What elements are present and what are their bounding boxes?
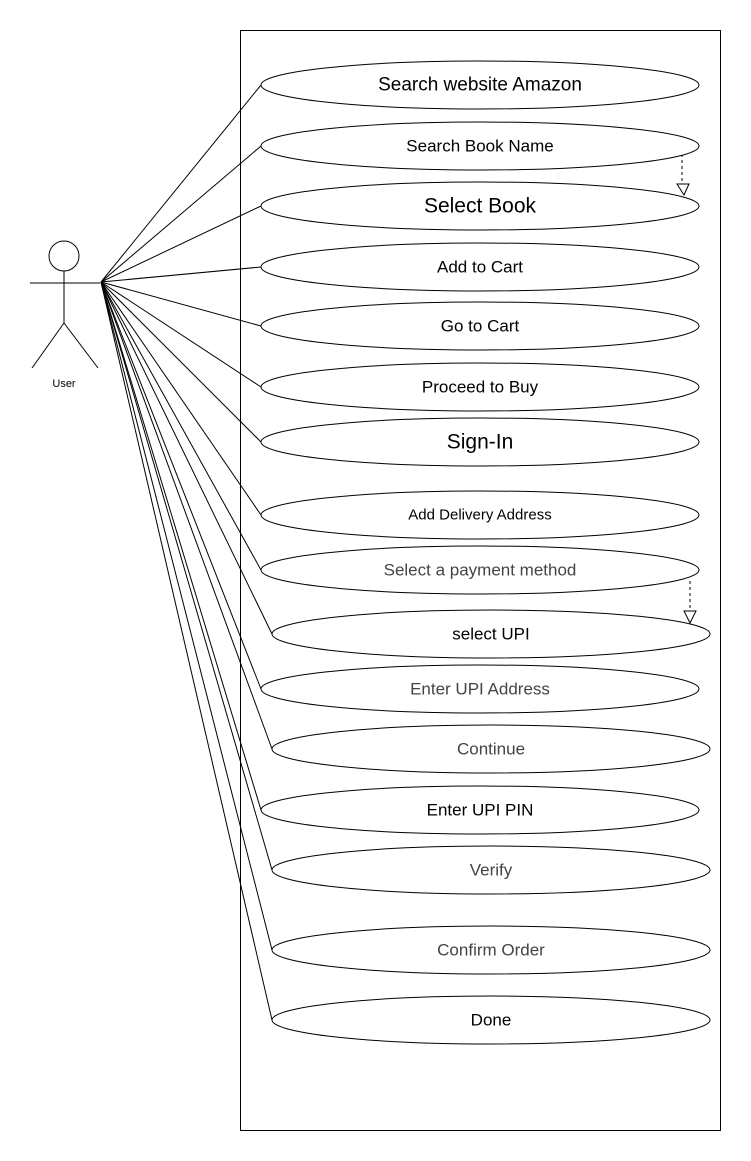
association-line-go-to-cart [100, 281, 262, 327]
association-line-select-upi [100, 281, 273, 635]
use-case-verify: Verify [271, 845, 711, 895]
actor-right-leg [63, 322, 99, 369]
association-line-add-to-cart [100, 266, 262, 283]
dependency-arrow-payment-to-upi [683, 581, 697, 625]
association-line-enter-upi-pin [100, 281, 262, 811]
use-case-label: Done [471, 1011, 512, 1030]
association-line-verify [100, 281, 273, 871]
system-boundary [240, 30, 721, 1131]
use-case-ellipse [260, 785, 700, 835]
actor-head [48, 240, 80, 272]
use-case-label: Verify [470, 861, 513, 880]
use-case-ellipse [260, 664, 700, 714]
association-line-search-website-amazon [100, 84, 262, 283]
use-case-go-to-cart: Go to Cart [260, 301, 700, 351]
association-line-proceed-to-buy [100, 281, 262, 388]
use-case-select-book: Select Book [260, 181, 700, 231]
use-case-sign-in: Sign-In [260, 417, 700, 467]
use-case-confirm-order: Confirm Order [271, 925, 711, 975]
use-case-ellipse [260, 545, 700, 595]
use-case-select-a-payment-method: Select a payment method [260, 545, 700, 595]
use-case-label: Search Book Name [406, 137, 553, 156]
association-line-select-book [100, 205, 262, 283]
use-case-ellipse [260, 417, 700, 467]
actor-label: User [52, 378, 76, 390]
use-case-search-book-name: Search Book Name [260, 121, 700, 171]
use-case-label: select UPI [452, 625, 529, 644]
use-case-label: Add to Cart [437, 258, 523, 277]
actor-left-leg [31, 322, 65, 369]
use-case-label: Sign-In [447, 431, 514, 454]
use-case-ellipse [271, 925, 711, 975]
association-line-sign-in [100, 281, 262, 443]
use-case-ellipse [271, 995, 711, 1045]
use-case-label: Select a payment method [384, 561, 577, 580]
use-case-label: Go to Cart [441, 317, 520, 336]
association-line-done [100, 281, 273, 1021]
use-case-label: Enter UPI PIN [427, 801, 534, 820]
use-case-label: Enter UPI Address [410, 680, 550, 699]
use-case-ellipse [260, 362, 700, 412]
association-line-search-book-name [100, 145, 262, 283]
use-case-ellipse [260, 121, 700, 171]
association-line-add-delivery-address [100, 281, 262, 516]
use-case-label: Confirm Order [437, 941, 545, 960]
use-case-add-to-cart: Add to Cart [260, 242, 700, 292]
use-case-add-delivery-address: Add Delivery Address [260, 490, 700, 540]
association-line-confirm-order [100, 281, 273, 951]
use-case-proceed-to-buy: Proceed to Buy [260, 362, 700, 412]
use-case-ellipse [260, 242, 700, 292]
use-case-ellipse [260, 60, 700, 110]
use-case-ellipse [271, 724, 711, 774]
use-case-ellipse [260, 181, 700, 231]
association-line-continue [100, 281, 273, 750]
dependency-arrow-search-to-select [676, 154, 690, 197]
use-case-label: Search website Amazon [378, 75, 582, 96]
use-case-ellipse [260, 490, 700, 540]
use-case-label: Add Delivery Address [408, 507, 551, 524]
use-case-label: Select Book [424, 195, 537, 218]
association-line-select-a-payment-method [100, 281, 262, 571]
use-case-ellipse [271, 609, 711, 659]
use-case-done: Done [271, 995, 711, 1045]
use-case-ellipse [260, 301, 700, 351]
actor-user: User [30, 240, 100, 390]
association-lines [100, 84, 273, 1021]
use-case-ellipse [271, 845, 711, 895]
use-case-continue: Continue [271, 724, 711, 774]
use-case-enter-upi-pin: Enter UPI PIN [260, 785, 700, 835]
use-case-label: Proceed to Buy [422, 378, 539, 397]
use-case-enter-upi-address: Enter UPI Address [260, 664, 700, 714]
use-case-search-website-amazon: Search website Amazon [260, 60, 700, 110]
use-case-select-upi: select UPI [271, 609, 711, 659]
association-line-enter-upi-address [100, 281, 262, 690]
use-case-label: Continue [457, 740, 525, 759]
